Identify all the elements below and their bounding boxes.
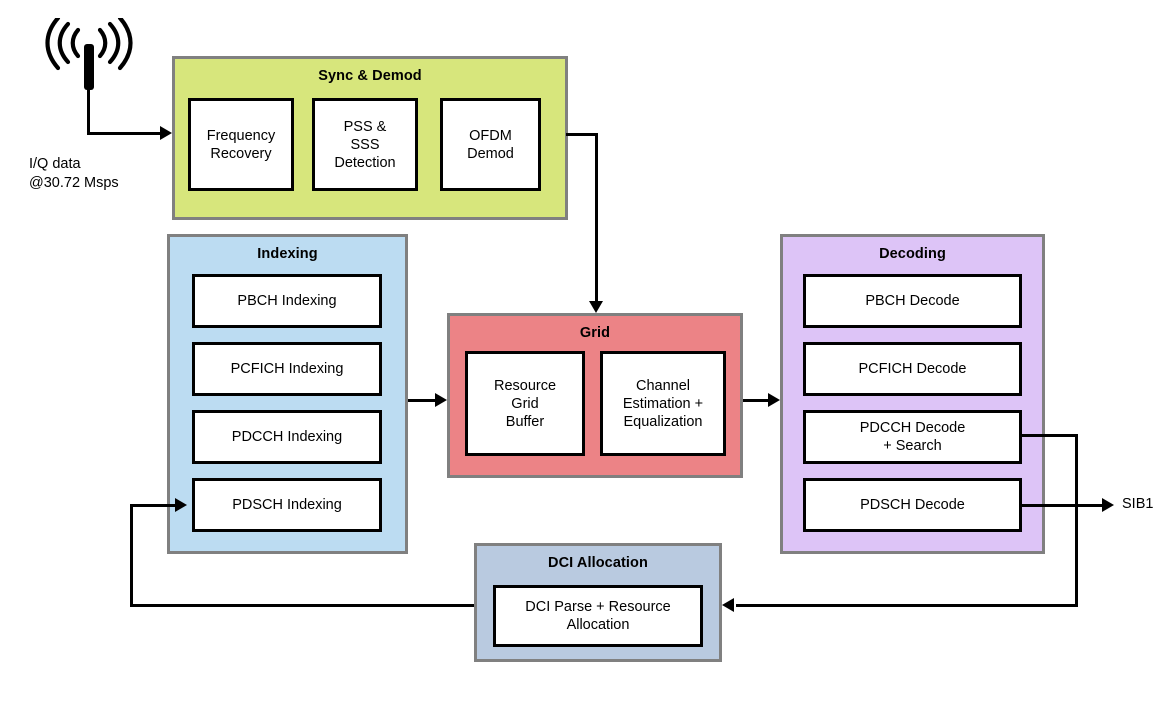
antenna-feed-horizontal bbox=[87, 132, 162, 135]
dci-to-indexing-vertical bbox=[130, 504, 133, 607]
block-channel-estimation-equalization[interactable]: Channel Estimation + Equalization bbox=[600, 351, 726, 456]
pdcch-to-dci-horizontal-top bbox=[1021, 434, 1078, 437]
group-dci-allocation-title: DCI Allocation bbox=[548, 555, 648, 571]
block-pss-sss-detection[interactable]: PSS & SSS Detection bbox=[312, 98, 418, 191]
group-decoding-title: Decoding bbox=[879, 246, 946, 262]
pdcch-to-dci-vertical bbox=[1075, 434, 1078, 606]
grid-to-decoding-line bbox=[743, 399, 771, 402]
group-indexing-title: Indexing bbox=[257, 246, 318, 262]
dci-to-indexing-horizontal-top bbox=[130, 504, 178, 507]
block-frequency-recovery[interactable]: Frequency Recovery bbox=[188, 98, 294, 191]
block-pdcch-indexing[interactable]: PDCCH Indexing bbox=[192, 410, 382, 464]
block-resource-grid-buffer[interactable]: Resource Grid Buffer bbox=[465, 351, 585, 456]
pdcch-to-dci-arrowhead bbox=[722, 598, 734, 612]
block-pcfich-indexing[interactable]: PCFICH Indexing bbox=[192, 342, 382, 396]
indexing-to-grid-line bbox=[408, 399, 438, 402]
dci-to-indexing-horizontal-bottom bbox=[130, 604, 474, 607]
block-pdsch-decode[interactable]: PDSCH Decode bbox=[803, 478, 1022, 532]
pdcch-to-dci-horizontal-bottom bbox=[736, 604, 1078, 607]
sib1-output-arrowhead bbox=[1102, 498, 1114, 512]
grid-to-decoding-arrowhead bbox=[768, 393, 780, 407]
input-label: I/Q data @30.72 Msps bbox=[29, 156, 119, 191]
block-dci-parse-resource-allocation[interactable]: DCI Parse + Resource Allocation bbox=[493, 585, 703, 647]
antenna-feed-arrowhead bbox=[160, 126, 172, 140]
ofdm-to-grid-vertical bbox=[595, 133, 598, 303]
block-pbch-decode[interactable]: PBCH Decode bbox=[803, 274, 1022, 328]
ofdm-to-grid-arrowhead bbox=[589, 301, 603, 313]
ofdm-to-grid-horizontal bbox=[566, 133, 598, 136]
indexing-to-grid-arrowhead bbox=[435, 393, 447, 407]
block-pdsch-indexing[interactable]: PDSCH Indexing bbox=[192, 478, 382, 532]
block-pbch-indexing[interactable]: PBCH Indexing bbox=[192, 274, 382, 328]
block-pdcch-decode-search[interactable]: PDCCH Decode + Search bbox=[803, 410, 1022, 464]
output-label-sib1: SIB1 bbox=[1122, 496, 1154, 512]
group-sync-demod-title: Sync & Demod bbox=[318, 68, 422, 84]
sib1-output-line bbox=[1021, 504, 1105, 507]
dci-to-indexing-arrowhead bbox=[175, 498, 187, 512]
group-grid-title: Grid bbox=[579, 325, 611, 341]
antenna-icon bbox=[45, 18, 133, 90]
block-ofdm-demod[interactable]: OFDM Demod bbox=[440, 98, 541, 191]
antenna-feed-vertical bbox=[87, 88, 90, 135]
block-pcfich-decode[interactable]: PCFICH Decode bbox=[803, 342, 1022, 396]
